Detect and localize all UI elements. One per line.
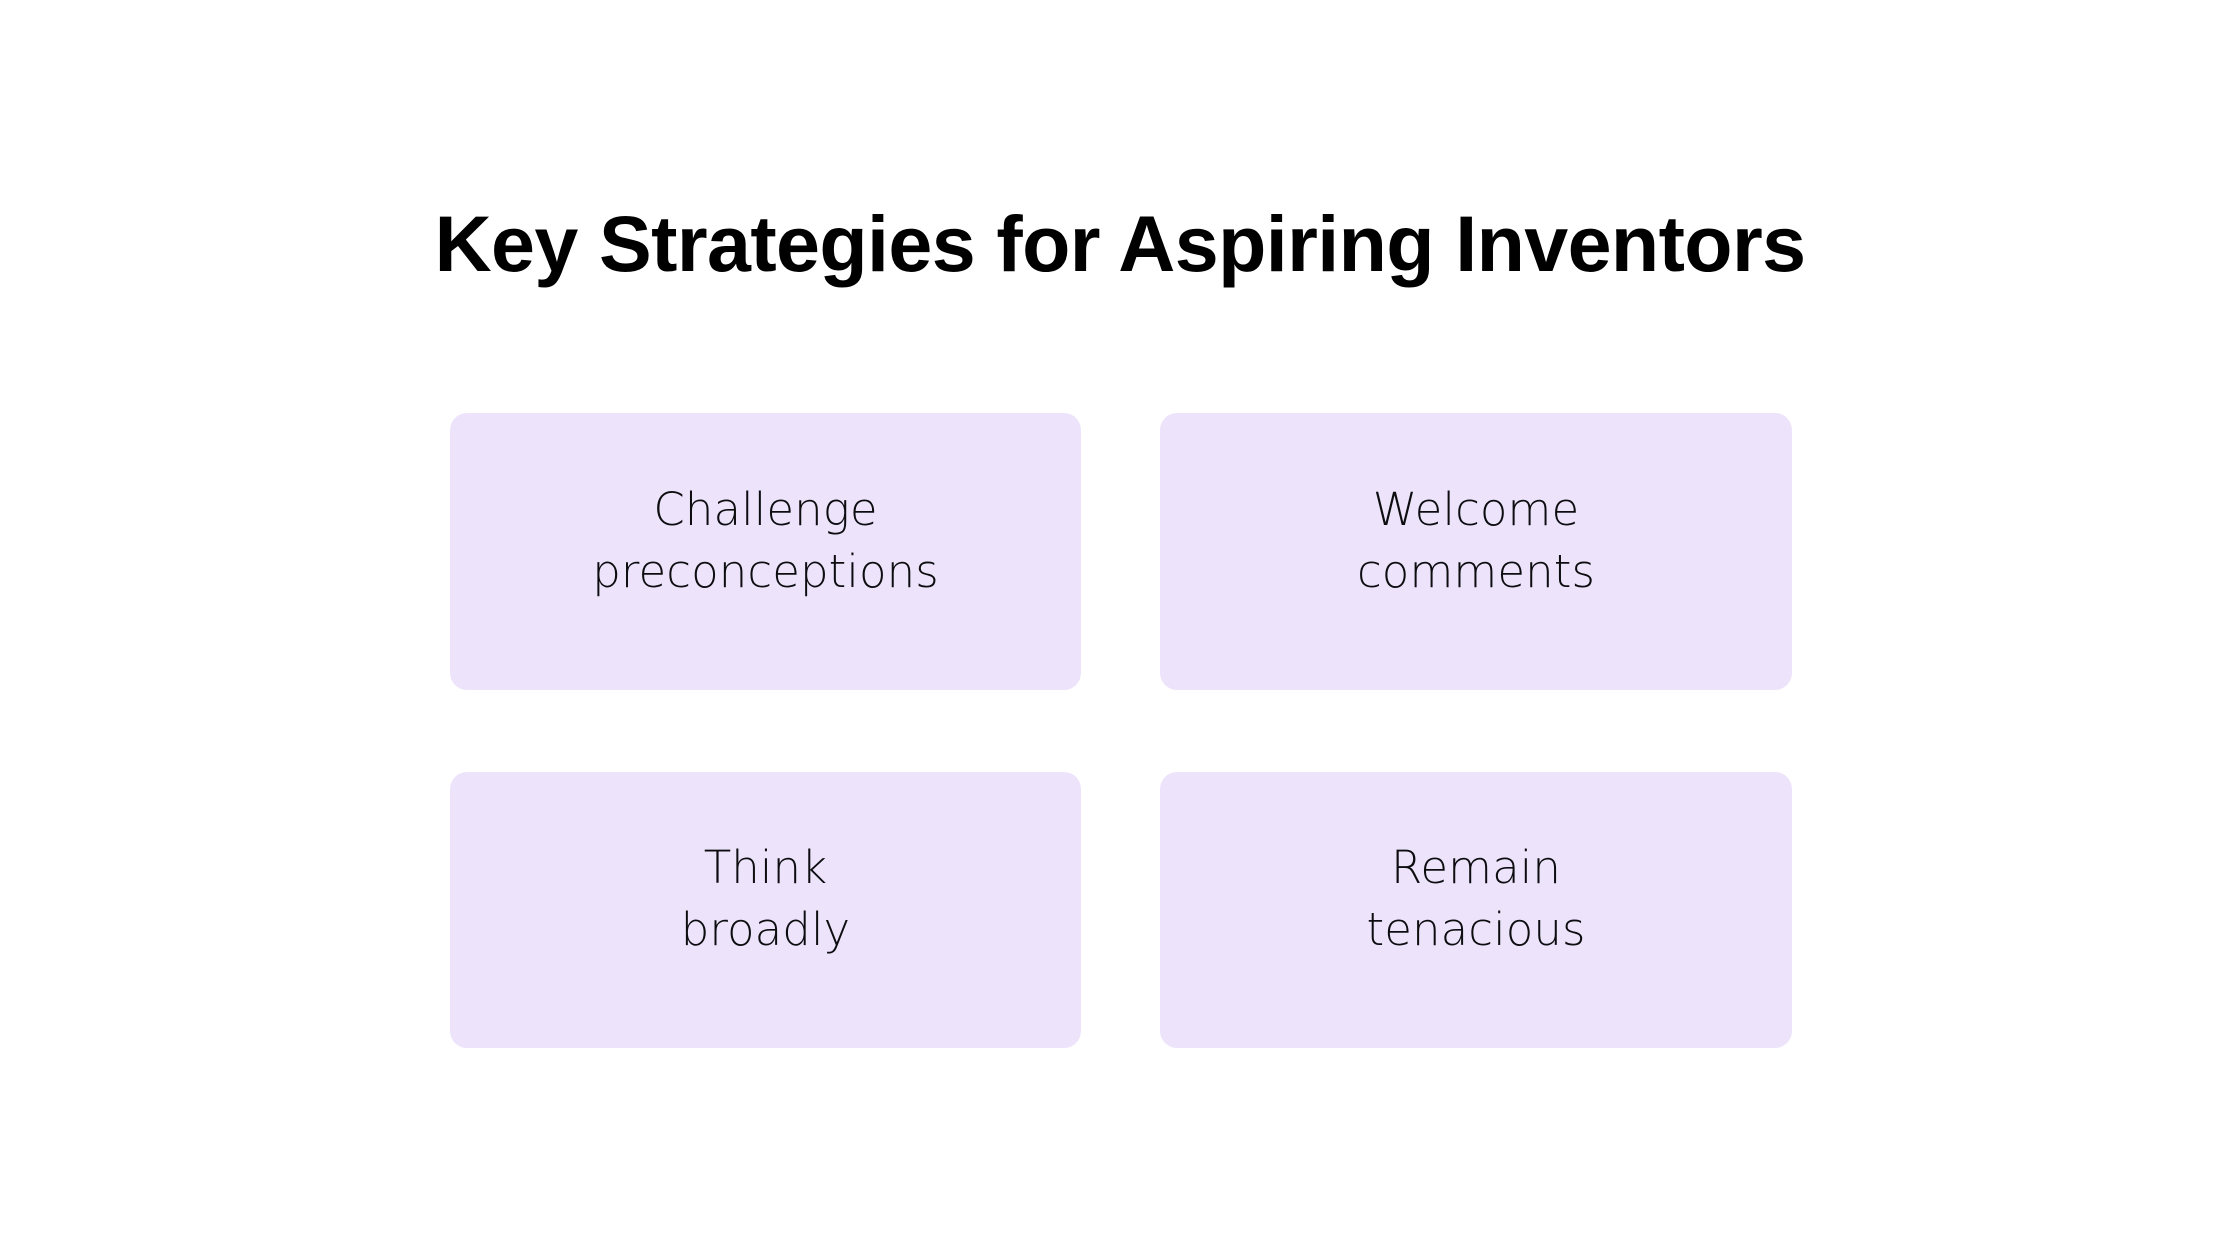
strategy-card-label: Challenge preconceptions [592, 482, 939, 598]
strategy-card-label: Welcome comments [1356, 482, 1596, 598]
strategy-card-remain-tenacious[interactable]: Remain tenacious [1160, 772, 1792, 1048]
page-title-container: Key Strategies for Aspiring Inventors [0, 196, 2240, 292]
strategy-card-think-broadly[interactable]: Think broadly [450, 772, 1081, 1048]
strategy-card-challenge-preconceptions[interactable]: Challenge preconceptions [450, 413, 1081, 690]
strategy-card-label: Think broadly [680, 841, 851, 956]
page-title: Key Strategies for Aspiring Inventors [434, 199, 1806, 288]
strategy-card-grid: Challenge preconceptions Welcome comment… [450, 413, 1792, 1048]
strategy-card-label: Remain tenacious [1366, 841, 1586, 956]
strategy-card-welcome-comments[interactable]: Welcome comments [1160, 413, 1792, 690]
